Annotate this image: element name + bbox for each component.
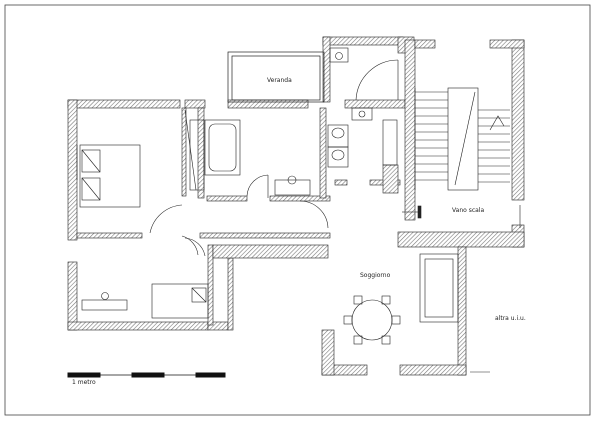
desk (81, 292, 128, 311)
room-label-altra-uiu: altra u.i.u. (495, 315, 526, 322)
doors (149, 59, 399, 257)
scale-bar-label: 1 metro (72, 379, 96, 386)
electrical-panel (402, 205, 422, 219)
bed-1 (79, 144, 141, 208)
small-windows (76, 145, 521, 373)
scale-bar (67, 372, 226, 378)
dining-table (351, 299, 393, 341)
room-label-vano-scala: Vano scala (452, 207, 485, 214)
living-furniture (343, 253, 459, 345)
drawing-frame (4, 4, 591, 416)
walls (67, 36, 525, 376)
bathroom-fixtures (327, 47, 398, 168)
bathtub (204, 119, 311, 196)
veranda-outline (227, 51, 325, 103)
bed-2 (151, 119, 209, 319)
stairs (414, 87, 510, 191)
room-label-soggiorno: Soggiorno (360, 272, 391, 279)
room-label-veranda: Veranda (267, 77, 292, 84)
